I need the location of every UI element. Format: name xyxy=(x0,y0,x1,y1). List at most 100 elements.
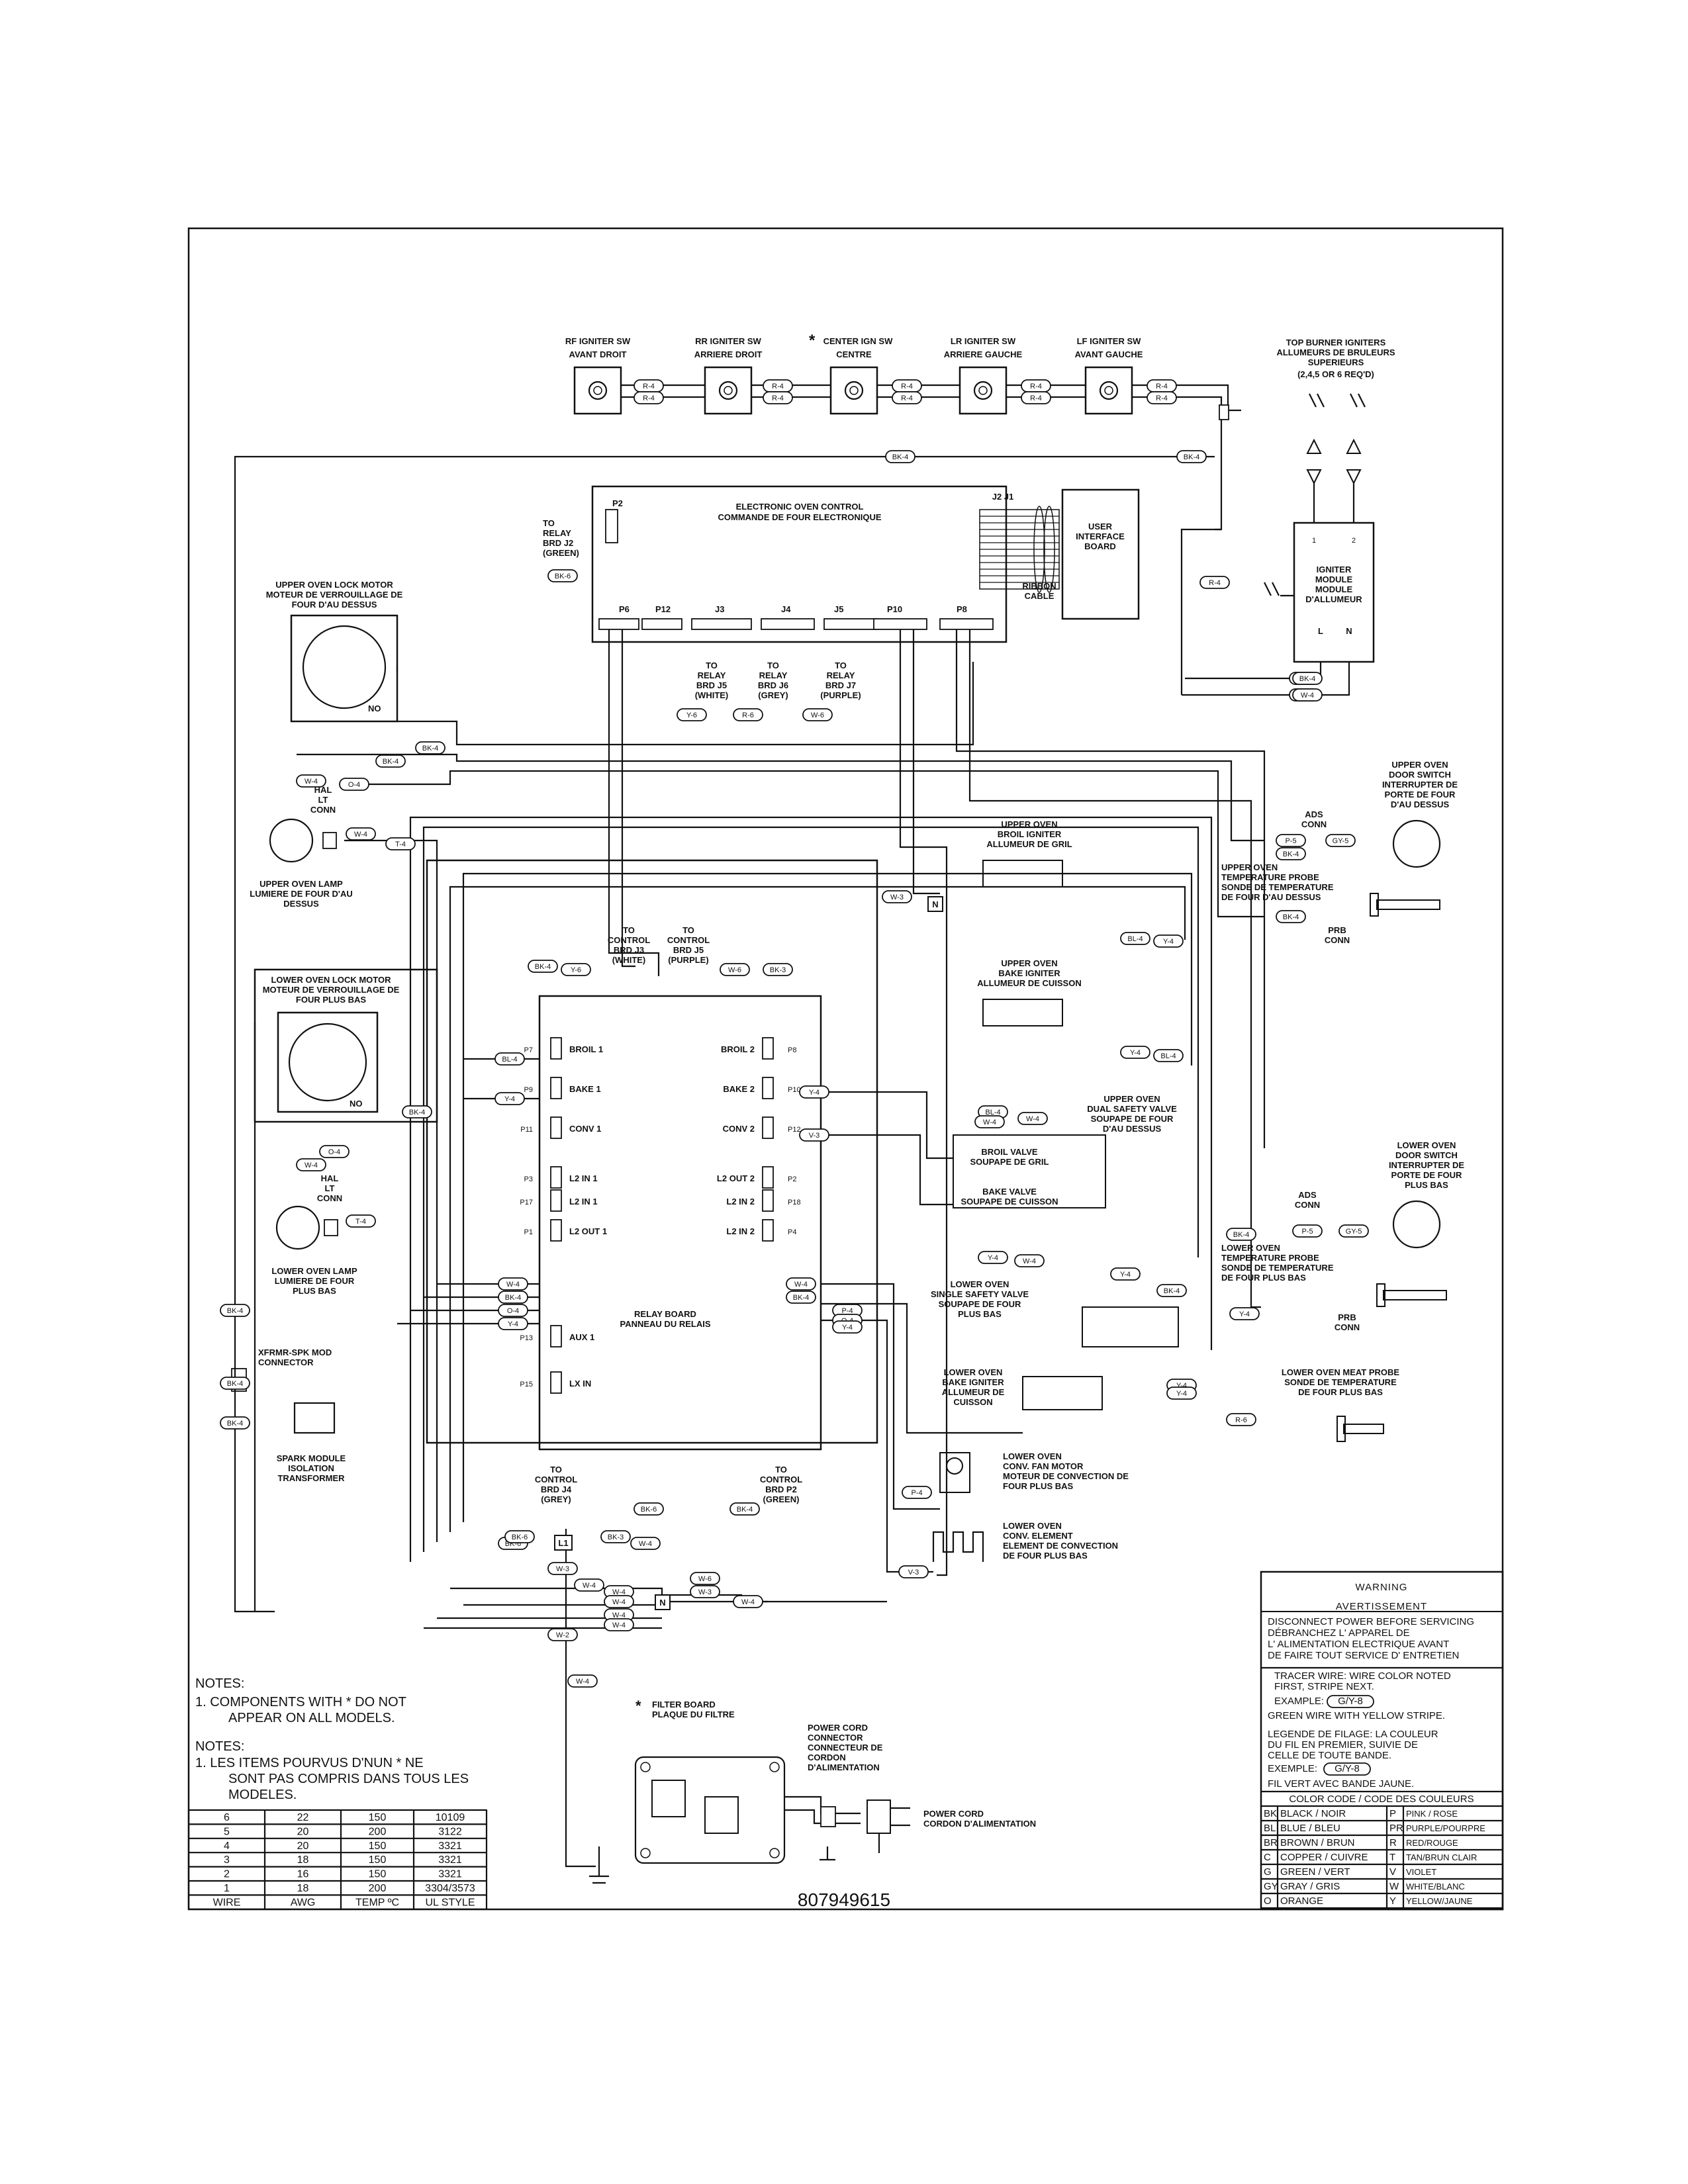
wire-tag: R-6 xyxy=(1226,1413,1256,1426)
wire-tag: BL-4 xyxy=(978,1105,1008,1118)
wire-tag-label: R-4 xyxy=(901,383,913,390)
notes-fr-l1: 1. LES ITEMS POURVUS D'NUN * NE xyxy=(195,1756,424,1770)
xfrmr-l5: TRANSFORMER xyxy=(277,1473,345,1483)
upper-probe-l4: DE FOUR D'AU DESSUS xyxy=(1221,892,1321,902)
eoc-subtitle: COMMANDE DE FOUR ELECTRONIQUE xyxy=(718,512,882,522)
wire-tag: W-4 xyxy=(604,1585,634,1598)
wire-tag: R-4 xyxy=(1199,576,1230,589)
wire-tag: V-3 xyxy=(799,1128,829,1142)
table-cell: 6 xyxy=(224,1812,230,1823)
table-cell: 5 xyxy=(224,1826,230,1837)
wire-tag-label: BL-4 xyxy=(502,1056,517,1064)
upper-broil-l2: BROIL IGNITER xyxy=(998,829,1062,839)
relay-right-port: P10 xyxy=(788,1086,801,1094)
to-control-j4-l3: BRD J4 xyxy=(541,1484,572,1494)
wire-tag: W-2 xyxy=(547,1628,578,1641)
color-code: PR xyxy=(1389,1823,1403,1834)
upper-broil-igniter: UPPER OVEN BROIL IGNITER ALLUMEUR DE GRI… xyxy=(982,819,1072,887)
wire-tag: W-4 xyxy=(974,1115,1005,1128)
dual-valve-l4: D'AU DESSUS xyxy=(1103,1124,1162,1134)
switch-center-fr: CENTRE xyxy=(836,349,872,359)
wire-tag-label: Y-4 xyxy=(1239,1310,1250,1318)
eoc-p12: P12 xyxy=(655,604,671,614)
table-header: TEMP ºC xyxy=(355,1897,399,1908)
wire-tag: BK-4 xyxy=(1292,672,1323,685)
eoc-j2j1: J2 J1 xyxy=(992,492,1014,502)
wire-tag-label: W-4 xyxy=(354,831,367,839)
wire-tag: W-4 xyxy=(733,1595,763,1608)
lower-oven-lock-motor: LOWER OVEN LOCK MOTOR MOTEUR DE VERROUIL… xyxy=(254,968,438,1123)
to-control-j3-l2: CONTROL xyxy=(608,935,650,945)
wire-tag: BK-4 xyxy=(415,741,445,754)
to-control-p2-l4: (GREEN) xyxy=(763,1494,800,1504)
wire-tag-label: R-6 xyxy=(742,711,754,719)
power-cord-l1: POWER CORD xyxy=(923,1809,984,1819)
conv-fan-l4: FOUR PLUS BAS xyxy=(1003,1481,1074,1491)
wire-tag: BK-4 xyxy=(786,1291,816,1304)
upper-lock-l1: UPPER OVEN LOCK MOTOR xyxy=(275,580,393,590)
eoc-j5: J5 xyxy=(834,604,843,614)
igniter-switches: RF IGNITER SW AVANT DROIT RR IGNITER SW … xyxy=(565,332,1241,531)
wire-tag: R-4 xyxy=(1147,379,1177,392)
color-name: PURPLE/POURPRE xyxy=(1406,1823,1485,1833)
warning-line: DÉBRANCHEZ L' APPAREL DE xyxy=(1268,1627,1410,1639)
wire-tag-label: P-5 xyxy=(1301,1228,1313,1236)
upper-lamp-conn: CONN xyxy=(310,805,336,815)
wire-tag-label: W-4 xyxy=(612,1588,626,1596)
bake-valve: BAKE VALVE xyxy=(982,1187,1037,1197)
upper-lamp-l3: DESSUS xyxy=(283,899,319,909)
relay-right-pin xyxy=(762,1219,774,1242)
example-value: G/Y-8 xyxy=(1338,1696,1363,1707)
notes-en-heading: NOTES: xyxy=(195,1676,244,1691)
to-control-j5-l3: BRD J5 xyxy=(673,945,704,955)
wire-tag-label: BK-4 xyxy=(227,1420,243,1428)
power-conn-l5: D'ALIMENTATION xyxy=(808,1762,880,1772)
relay-left-pin xyxy=(550,1166,562,1189)
to-relay-j7-l3: BRD J7 xyxy=(825,680,856,690)
switch-lr: LR IGNITER SW ARRIERE GAUCHE xyxy=(944,336,1023,415)
wire-tag-label: W-4 xyxy=(576,1678,589,1686)
table-header: UL STYLE xyxy=(426,1897,475,1908)
color-code: G xyxy=(1264,1866,1272,1878)
color-name: RED/ROUGE xyxy=(1406,1838,1458,1848)
wire-tag: Y-4 xyxy=(832,1320,863,1334)
warning-box: WARNING AVERTISSEMENT DISCONNECT POWER B… xyxy=(1260,1570,1504,1911)
wire-tag: W-4 xyxy=(296,1158,326,1171)
to-relay-j2-l3: BRD J2 xyxy=(543,538,573,548)
conv-element: LOWER OVEN CONV. ELEMENT ELEMENT DE CONV… xyxy=(932,1521,1118,1562)
lower-meat-probe: LOWER OVEN MEAT PROBE SONDE DE TEMPERATU… xyxy=(1282,1367,1399,1442)
lower-bake-igniter: LOWER OVEN BAKE IGNITER ALLUMEUR DE CUIS… xyxy=(942,1367,1103,1410)
upper-prb: PRB xyxy=(1328,925,1346,935)
lower-lock-l3: FOUR PLUS BAS xyxy=(296,995,367,1005)
wire-tag: R-4 xyxy=(1021,391,1051,404)
to-control-j4-l4: (GREY) xyxy=(541,1494,571,1504)
table-header: WIRE xyxy=(213,1897,241,1908)
wire-tag-label: GY-5 xyxy=(1346,1228,1362,1236)
upper-prb-conn: CONN xyxy=(1325,935,1350,945)
power-cord: POWER CORD CONNECTOR CONNECTEUR DE CORDO… xyxy=(784,1723,1036,1861)
wire-tag-label: W-4 xyxy=(612,1621,626,1629)
lower-ads: ADS xyxy=(1298,1190,1317,1200)
wire-tag-label: R-4 xyxy=(772,383,784,390)
wire-tag: Y-6 xyxy=(677,708,707,721)
table-cell: 200 xyxy=(369,1826,387,1837)
table-cell: 150 xyxy=(369,1869,387,1880)
neutral-junction-lower: N xyxy=(655,1594,671,1610)
wire-tag-label: BK-4 xyxy=(1283,850,1299,858)
dual-valve-l1: UPPER OVEN xyxy=(1103,1094,1160,1104)
notes-fr-l3: MODELES. xyxy=(228,1788,297,1802)
relay-right-label: L2 OUT 2 xyxy=(717,1173,755,1183)
table-cell: 4 xyxy=(224,1841,230,1852)
table-cell: 150 xyxy=(369,1854,387,1866)
wire-tag: P-4 xyxy=(902,1486,932,1499)
igniter-l2: MODULE xyxy=(1315,574,1353,584)
warning-line: DE FAIRE TOUT SERVICE D' ENTRETIEN xyxy=(1268,1650,1459,1661)
wire-tag: P-5 xyxy=(1292,1224,1323,1238)
table-cell: 18 xyxy=(297,1854,309,1866)
to-control-j4-l1: TO xyxy=(550,1465,562,1475)
to-relay-j6-l1: TO xyxy=(767,660,779,670)
wire-tag: Y-6 xyxy=(561,963,591,976)
upper-broil-l3: ALLUMEUR DE GRIL xyxy=(986,839,1072,849)
wire-tag-label: BK-4 xyxy=(737,1506,753,1514)
lower-lock-l1: LOWER OVEN LOCK MOTOR xyxy=(271,975,391,985)
